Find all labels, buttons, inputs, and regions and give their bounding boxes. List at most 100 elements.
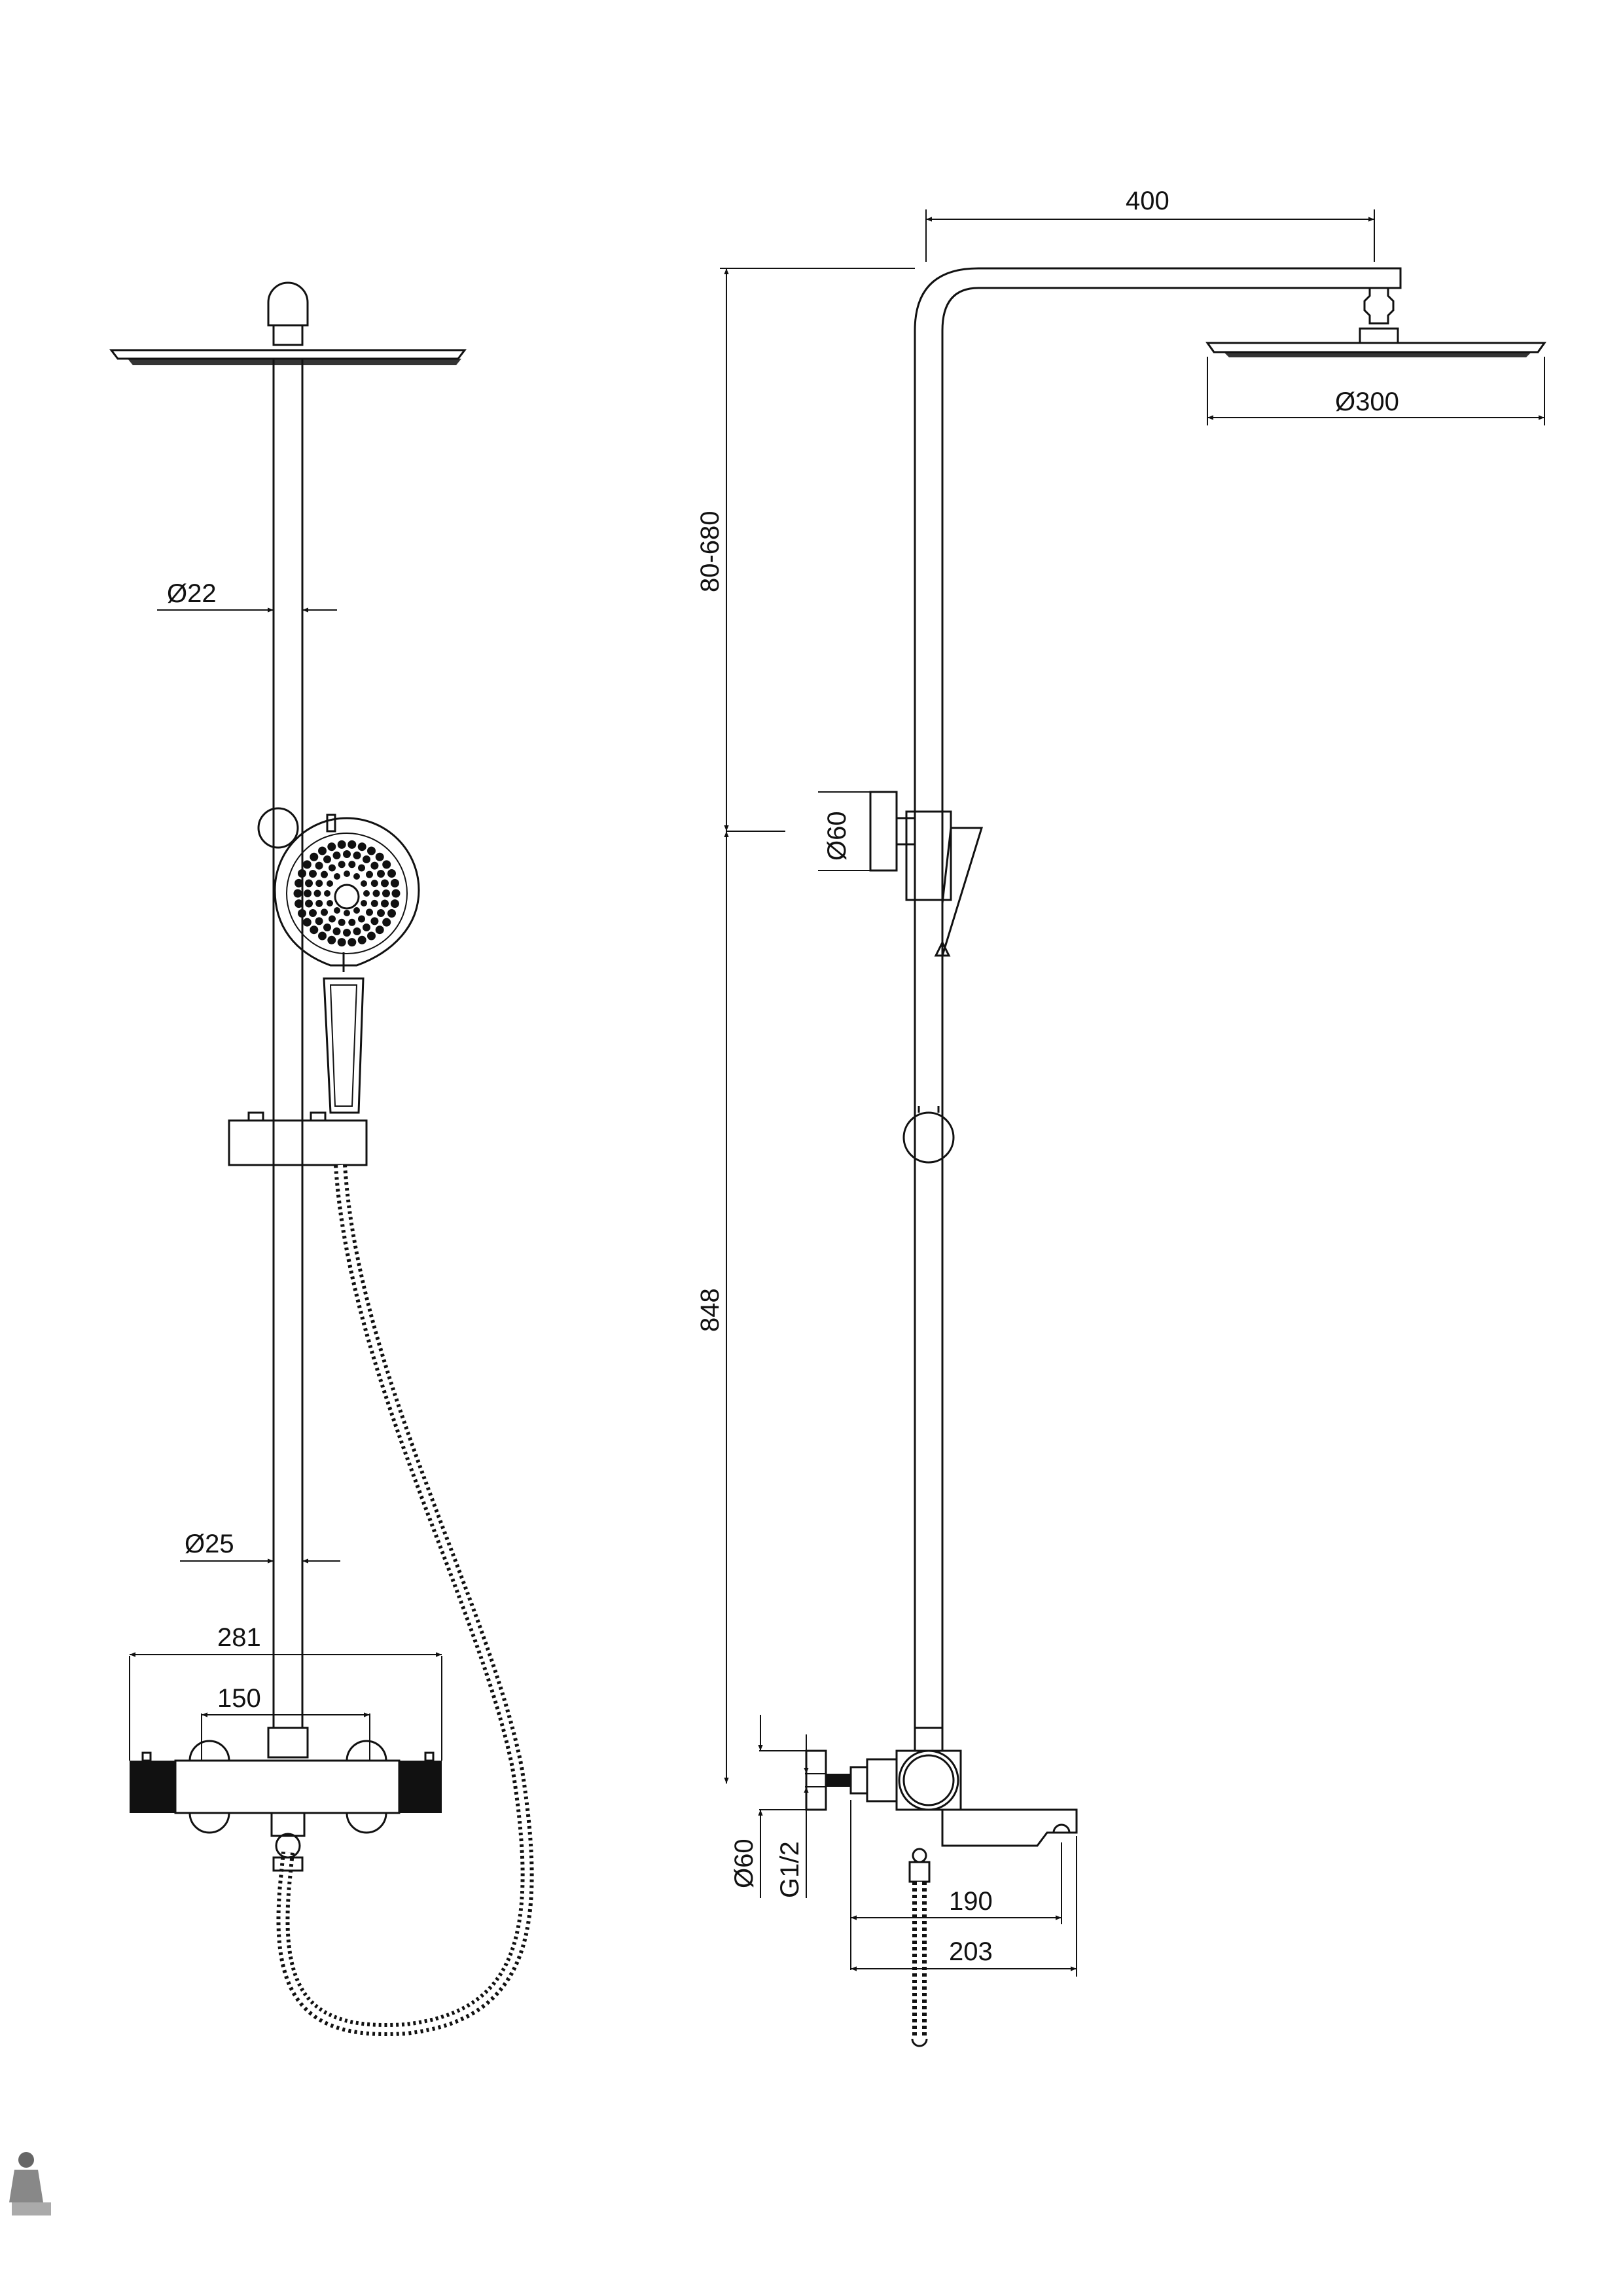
riser-and-arm-side (720, 267, 1546, 1728)
nozzle-dot (327, 935, 336, 944)
nozzle-dot (298, 909, 306, 918)
nozzle-dot (329, 915, 336, 923)
nozzle-dot (363, 855, 370, 863)
nozzle-dot (298, 869, 306, 878)
nozzle-dot (327, 880, 333, 887)
nozzle-dot (327, 842, 336, 852)
nozzle-dot (315, 917, 323, 925)
dim-height-range-label: 80-680 (696, 511, 724, 592)
nozzle-dot (390, 878, 399, 888)
nozzle-dot (348, 840, 357, 849)
nozzle-dot (337, 938, 346, 947)
hose-end-side (911, 1882, 928, 2047)
slider-front (228, 1111, 368, 1166)
dim-spout-203: 203 (851, 1836, 1077, 1977)
riser-rail-front (272, 359, 304, 1728)
nozzle-dot (353, 907, 360, 914)
nozzle-dot (302, 918, 312, 927)
nozzle-dot (372, 889, 380, 897)
nozzle-dot (358, 864, 365, 872)
nozzle-dot (313, 889, 321, 897)
nozzle-dot (353, 852, 361, 859)
nozzle-dot (381, 879, 389, 888)
shower-hose (276, 1164, 534, 2036)
nozzle-dot (375, 852, 384, 861)
nozzle-dot (321, 908, 328, 916)
nozzle-dot (348, 861, 356, 869)
thermostatic-mixer-front (130, 1727, 442, 1872)
nozzle-dot (334, 873, 340, 880)
nozzle-dot (323, 855, 331, 863)
nozzle-dot (324, 890, 330, 897)
dim-bracket-diameter-label: Ø60 (823, 811, 851, 861)
nozzle-dot (363, 890, 370, 897)
nozzle-dot (332, 852, 341, 859)
nozzle-dot (357, 935, 366, 944)
nozzle-dot (357, 842, 366, 852)
nozzle-dot (323, 924, 331, 931)
nozzle-dot (381, 899, 389, 908)
corner-logo (9, 2152, 51, 2215)
nozzle-dot (310, 852, 319, 861)
nozzle-dot (387, 869, 396, 878)
dim-head-diameter: Ø300 (1207, 357, 1545, 425)
nozzle-dot (361, 900, 367, 906)
nozzle-dot (390, 899, 399, 908)
dim-rail-diameter: Ø22 (157, 579, 337, 613)
nozzle-dot (294, 878, 304, 888)
nozzle-dot (377, 870, 385, 878)
overhead-shower-head-front (109, 281, 467, 365)
nozzle-dot (370, 917, 379, 925)
dim-lower-rail-diameter: Ø25 (180, 1530, 340, 1564)
dim-thread-label: G1/2 (776, 1841, 804, 1898)
nozzle-dot (377, 909, 385, 917)
nozzle-dot (309, 909, 317, 917)
dim-height-label: 848 (696, 1288, 724, 1332)
nozzle-dot (363, 924, 370, 931)
thermostatic-mixer-side (805, 1727, 1078, 1883)
nozzle-dot (367, 846, 376, 855)
hand-shower-front (257, 807, 420, 1114)
nozzle-dot (315, 861, 323, 870)
nozzle-dot (305, 879, 313, 888)
dim-spout-203-label: 203 (949, 1937, 993, 1966)
nozzle-dot (294, 899, 304, 908)
nozzle-dot (332, 927, 341, 935)
dim-height-range: 80-680 (696, 268, 729, 831)
dim-lower-rail-diameter-label: Ø25 (185, 1530, 234, 1558)
dim-mixer-width: 281 (129, 1623, 442, 1761)
nozzle-dot (382, 889, 390, 897)
slider-knob-side (902, 1106, 955, 1164)
nozzle-dot (337, 840, 346, 849)
dim-bracket-diameter: Ø60 (818, 791, 870, 871)
dim-inlet-spacing-label: 150 (217, 1684, 261, 1713)
nozzle-dot (382, 860, 391, 869)
nozzle-dot (310, 925, 319, 935)
nozzle-dot (309, 870, 317, 878)
side-view: 400 Ø300 80-680 848 (696, 187, 1546, 2047)
nozzle-dot (344, 910, 350, 916)
nozzle-dot (361, 880, 367, 887)
nozzle-dot (348, 918, 356, 926)
nozzle-dot (375, 925, 384, 935)
nozzle-dot (315, 899, 323, 907)
nozzle-dot (305, 899, 313, 908)
nozzle-dot (387, 909, 396, 918)
nozzle-dot (302, 860, 312, 869)
dim-head-diameter-label: Ø300 (1335, 387, 1399, 416)
hand-shower-holder-side (869, 791, 984, 957)
nozzle-dot (367, 931, 376, 941)
nozzle-dot (304, 889, 312, 897)
dim-arm-length-label: 400 (1126, 187, 1169, 215)
nozzle-dot (293, 889, 302, 898)
nozzle-dot (343, 850, 351, 858)
nozzle-dot (343, 929, 351, 937)
dim-rail-diameter-label: Ø22 (167, 579, 217, 608)
nozzle-dot (334, 907, 340, 914)
dim-spout-190: 190 (850, 1800, 1062, 1970)
nozzle-dot (353, 927, 361, 935)
nozzle-dot (382, 918, 391, 927)
nozzle-dot (358, 915, 365, 923)
nozzle-dot (366, 870, 373, 878)
dim-flange-diameter-label: Ø60 (730, 1839, 758, 1888)
